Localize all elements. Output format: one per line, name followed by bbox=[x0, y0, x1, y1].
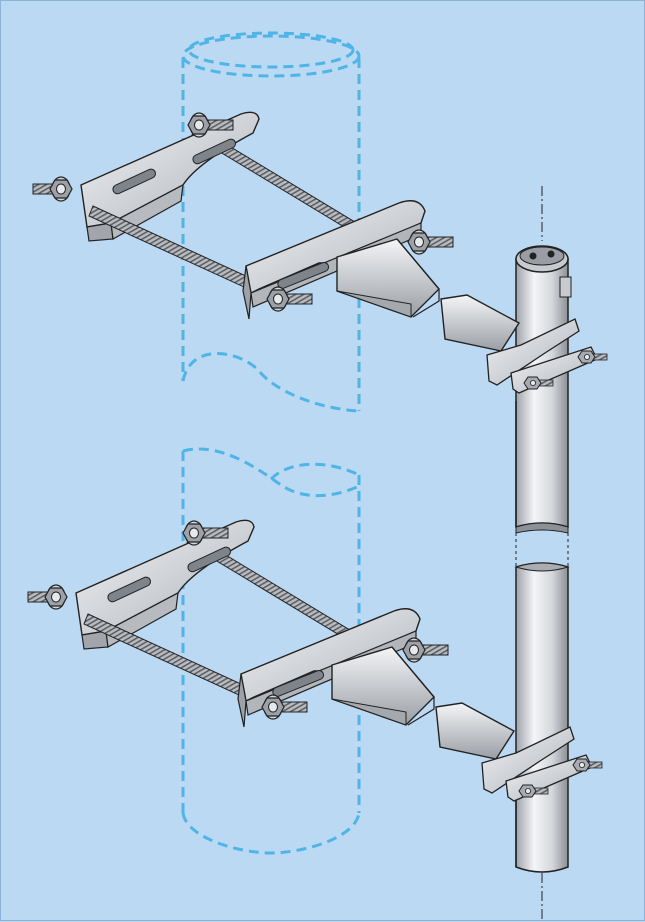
antenna-mast bbox=[514, 186, 572, 922]
mast-top-cap bbox=[515, 245, 572, 298]
existing-pole-upper bbox=[181, 31, 361, 413]
mast-break bbox=[514, 522, 570, 572]
